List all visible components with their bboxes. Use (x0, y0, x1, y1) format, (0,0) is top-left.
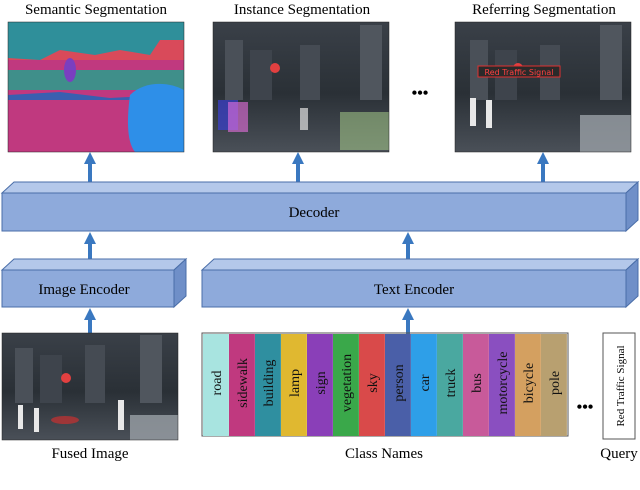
query-label: Query (600, 446, 638, 462)
class-column-pole (541, 334, 567, 436)
class-label-motorcycle: motorcycle (496, 352, 511, 415)
class-column-building (255, 334, 281, 436)
instance-segmentation-label: Instance Segmentation (234, 2, 371, 18)
text-encoder-label: Text Encoder (374, 282, 454, 298)
class-column-road (203, 334, 229, 436)
query-text: Red Traffic Signal (615, 345, 627, 426)
class-label-bicycle: bicycle (522, 363, 537, 403)
referring-segmentation-label: Referring Segmentation (472, 2, 616, 18)
class-column-sidewalk (229, 334, 255, 436)
class-column-sign (307, 334, 333, 436)
class-label-truck: truck (444, 369, 459, 398)
referring-tag: Red Traffic Signal (485, 68, 554, 77)
class-column-truck (437, 334, 463, 436)
decoder-label: Decoder (289, 205, 340, 221)
class-name-columns: road sidewalk building lamp sign vegetation sk… (203, 334, 567, 436)
semantic-segmentation-image (7, 21, 185, 153)
class-column-vegetation (333, 334, 359, 436)
semantic-segmentation-label: Semantic Segmentation (25, 2, 168, 18)
class-label-car: car (418, 374, 433, 391)
fused-image-label: Fused Image (51, 446, 128, 462)
class-column-bicycle (515, 334, 541, 436)
class-label-sidewalk: sidewalk (236, 358, 251, 408)
text-encoder-block (200, 257, 640, 309)
class-label-vegetation: vegetation (340, 354, 355, 412)
decoder-block (0, 180, 640, 233)
class-names-label: Class Names (345, 446, 423, 462)
output-ellipsis: ••• (412, 85, 429, 102)
class-column-sky (359, 334, 385, 436)
fused-image (1, 332, 179, 441)
referring-segmentation-image: Red Traffic Signal (454, 21, 632, 153)
instance-segmentation-image (212, 21, 390, 153)
class-column-motorcycle (489, 334, 515, 436)
input-ellipsis: ••• (577, 399, 594, 416)
class-label-lamp: lamp (288, 369, 303, 397)
image-encoder-label: Image Encoder (38, 282, 129, 298)
class-label-road: road (210, 371, 225, 396)
query-box (602, 332, 636, 440)
image-encoder-block (0, 257, 188, 309)
class-column-lamp (281, 334, 307, 436)
class-label-sky: sky (366, 373, 381, 392)
class-label-person: person (392, 364, 407, 401)
class-column-person (385, 334, 411, 436)
class-column-bus (463, 334, 489, 436)
class-label-pole: pole (548, 371, 563, 395)
class-label-bus: bus (470, 373, 485, 392)
class-label-sign: sign (314, 371, 329, 394)
class-label-building: building (262, 360, 277, 407)
class-column-car (411, 334, 437, 436)
